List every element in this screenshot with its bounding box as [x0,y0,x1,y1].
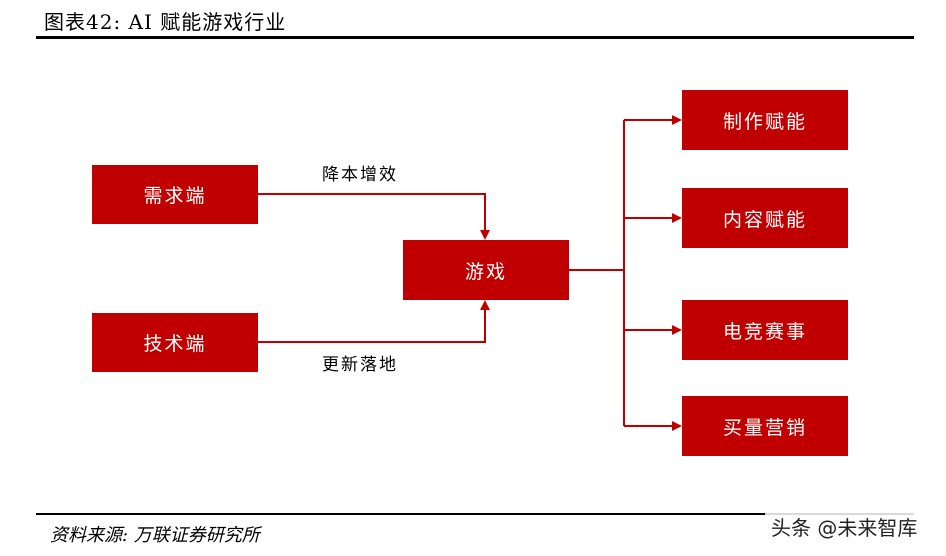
connector-demand-to-game [258,193,490,240]
node-content-empowerment: 内容赋能 [682,188,848,248]
node-production-empowerment: 制作赋能 [682,90,848,150]
node-games: 游戏 [403,240,569,300]
connector-tech-to-game [258,300,490,343]
node-user-acquisition-marketing: 买量营销 [682,396,848,456]
node-esports-events: 电竞赛事 [682,300,848,360]
source-note: 资料来源: 万联证券研究所 [50,525,260,546]
figure-title: 图表42: AI 赋能游戏行业 [44,10,287,34]
watermark: 头条 @未来智库 [765,510,924,543]
edge-label-update-deployment: 更新落地 [322,355,398,375]
top-rule [36,36,914,39]
node-technology-side: 技术端 [92,313,258,372]
edge-label-cost-efficiency: 降本增效 [322,165,398,185]
bottom-rule [36,513,914,515]
node-demand-side: 需求端 [92,165,258,224]
